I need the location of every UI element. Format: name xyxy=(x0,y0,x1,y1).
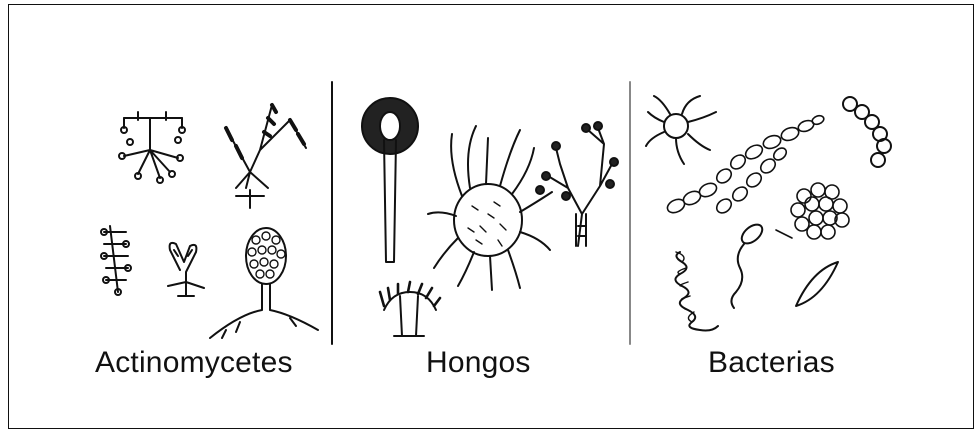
bacterium-streptococcus xyxy=(843,97,891,167)
label-actinomycetes: Actinomycetes xyxy=(95,346,293,380)
bacterium-fusiform xyxy=(796,262,838,306)
bacterium-spirillum xyxy=(675,252,718,331)
fungus-conidiophore-branched xyxy=(536,122,618,246)
fungus-fruiting-small xyxy=(380,282,440,336)
label-bacterias: Bacterias xyxy=(708,346,835,380)
fungus-mycelium-round xyxy=(428,126,552,290)
actinomycete-sporangium-large xyxy=(210,228,318,338)
actinomycete-chains xyxy=(226,105,306,208)
bacterium-vibrio xyxy=(731,221,765,308)
bacterium-chain-long xyxy=(665,114,825,216)
bacterium-staphylococcus xyxy=(776,183,849,239)
actinomycete-branched-1 xyxy=(119,112,185,183)
actinomycete-coiled xyxy=(101,226,131,295)
fungus-sporangium-round xyxy=(362,98,418,262)
bacterium-flagellated-round xyxy=(646,96,716,164)
actinomycete-sporangium-small xyxy=(168,243,204,296)
label-hongos: Hongos xyxy=(426,346,531,380)
